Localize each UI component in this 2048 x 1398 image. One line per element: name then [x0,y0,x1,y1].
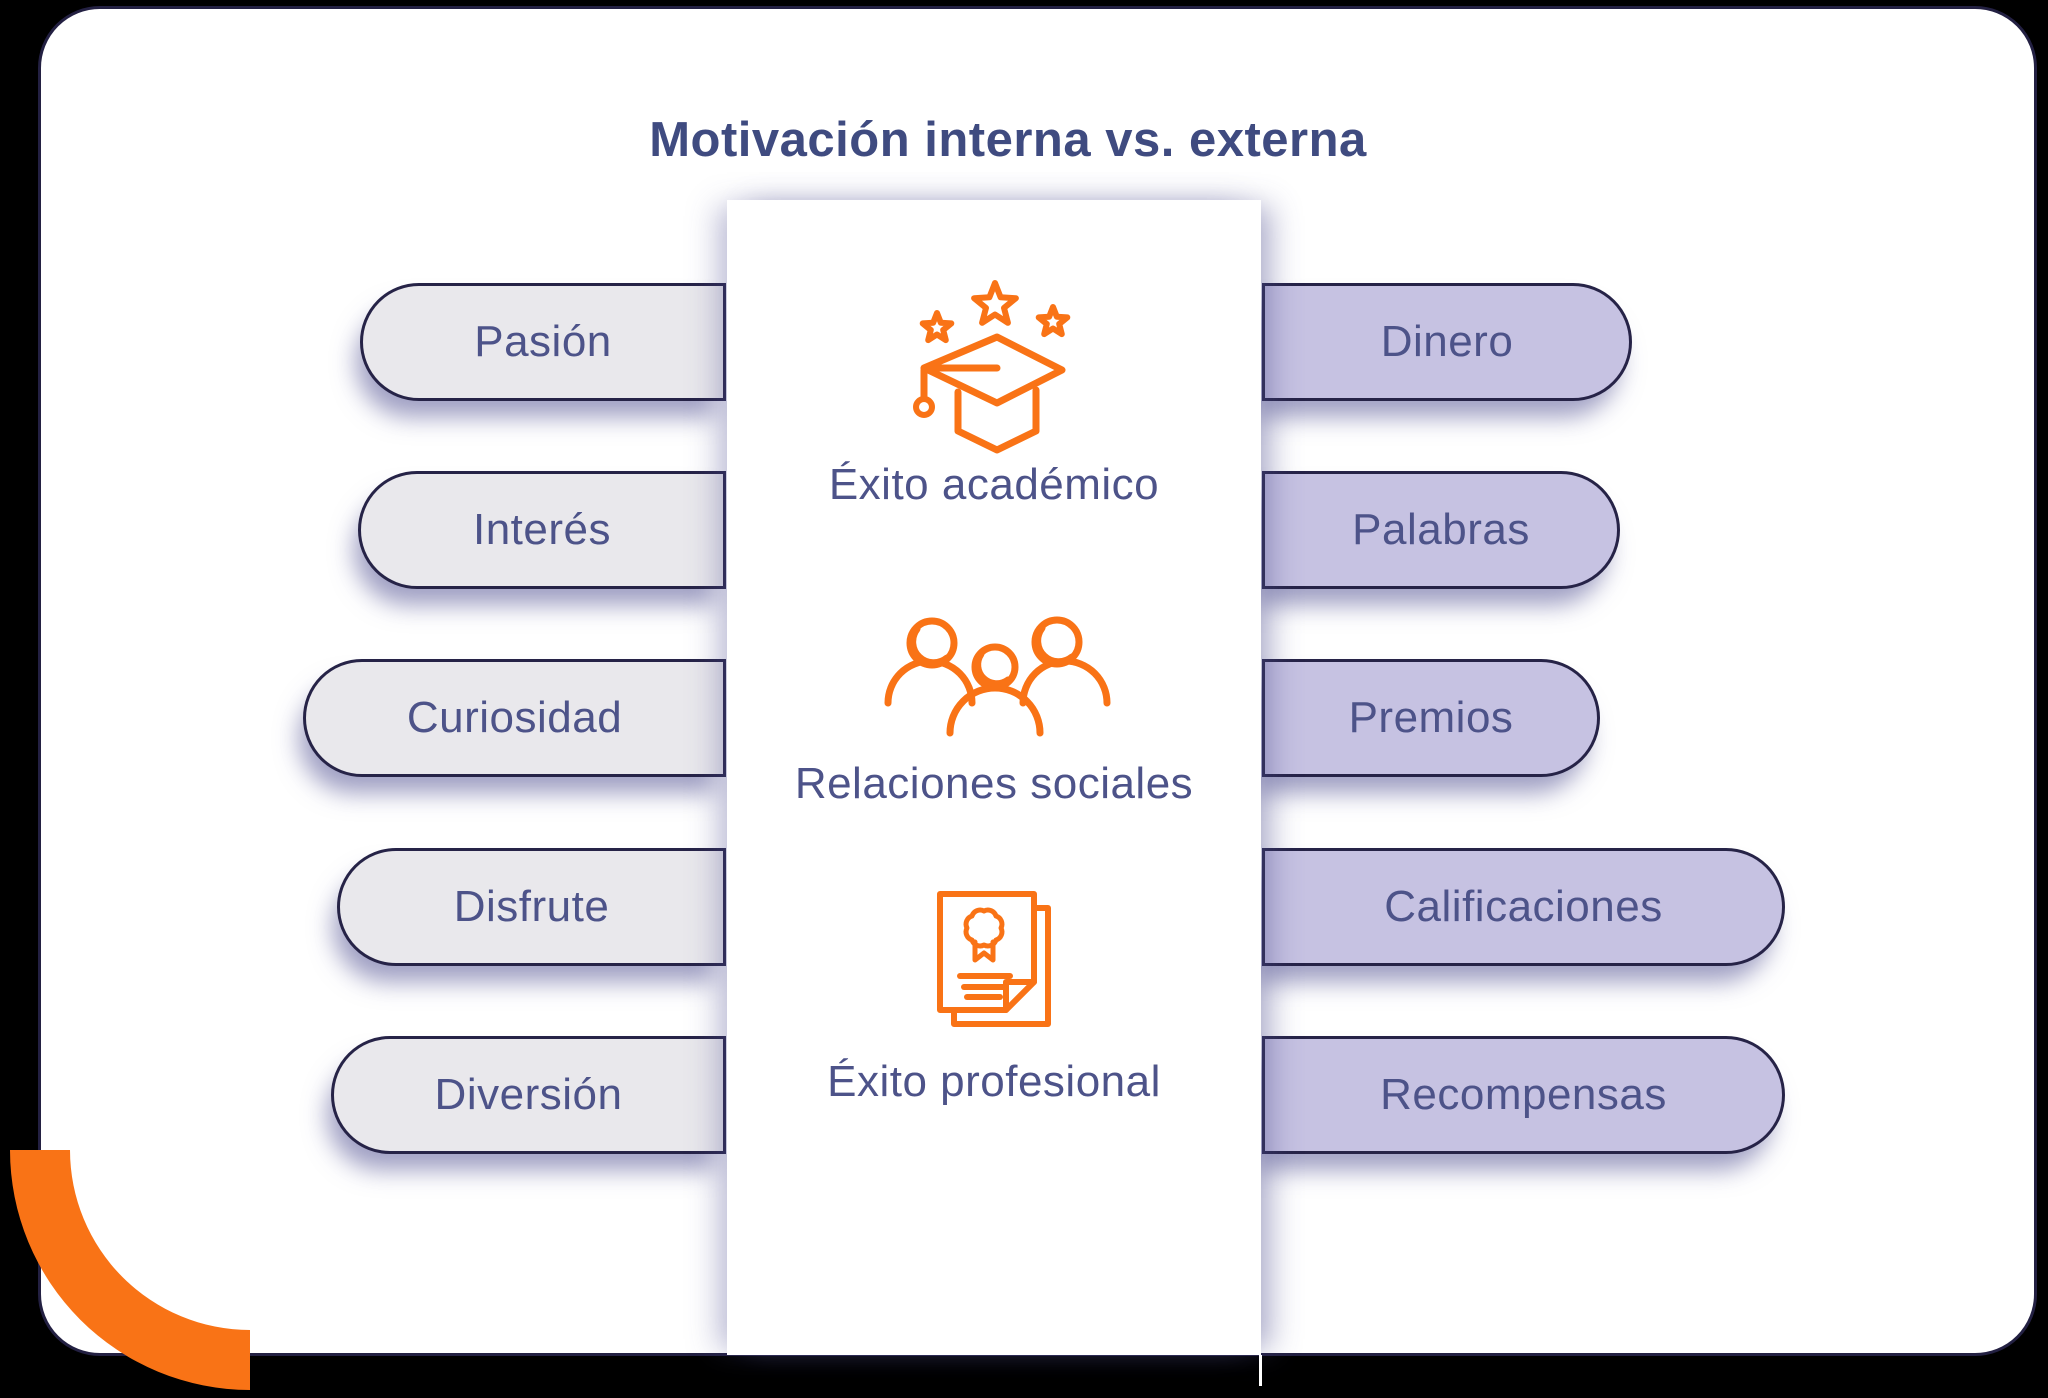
internal-factor-pill: Pasión [360,283,726,401]
external-factor-pill: Calificaciones [1262,848,1785,966]
external-factor-pill: Recompensas [1262,1036,1785,1154]
external-factor-pill: Dinero [1262,283,1632,401]
page-title: Motivación interna vs. externa [649,113,1367,167]
center-panel: Éxito académico Relaciones sociales Éxit… [727,200,1261,1355]
graduation-cap-with-stars-icon [913,280,1071,454]
social-relations-label: Relaciones sociales [794,759,1194,808]
people-group-icon [884,616,1111,737]
certificate-document-icon [937,891,1051,1027]
internal-factor-pill: Interés [358,471,726,589]
academic-success-label: Éxito académico [828,460,1160,509]
external-factor-pill: Palabras [1262,471,1620,589]
professional-success-label: Éxito profesional [827,1057,1161,1106]
internal-factor-pill: Disfrute [337,848,726,966]
external-factor-pill: Premios [1262,659,1600,777]
internal-factor-pill: Diversión [331,1036,726,1154]
panel-edge-line [1259,1355,1262,1386]
internal-factor-pill: Curiosidad [303,659,726,777]
